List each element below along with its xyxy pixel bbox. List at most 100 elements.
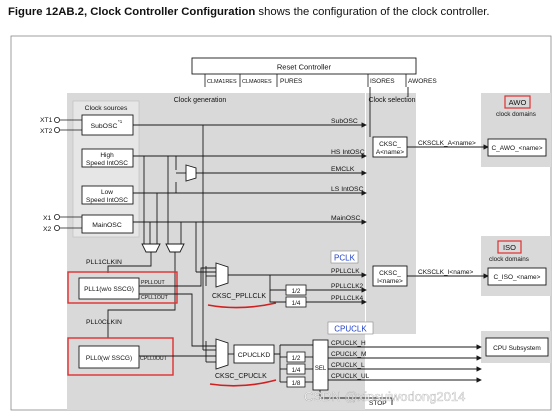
cksc-awo-line1: CKSC_ <box>379 141 401 148</box>
pll0-highlight <box>67 337 174 376</box>
c-awo-block <box>487 138 547 157</box>
iso-title-highlight <box>497 240 522 254</box>
iso-domain-panel <box>481 236 551 296</box>
cpuclk-ul-label: CPUCLK_UL <box>331 373 370 380</box>
ppll-div-2-label: 1/2 <box>292 288 301 295</box>
reset-controller-title: Reset Controller <box>277 63 332 72</box>
cpu-subsystem-label: CPU Subsystem <box>493 345 541 352</box>
pll0-block <box>78 345 140 369</box>
low-speed-intosc-label: Low <box>101 189 113 196</box>
caption-bold: Figure 12AB.2, Clock Controller Configur… <box>8 6 256 18</box>
cpu-div-8-label: 1/8 <box>292 380 301 387</box>
cksc-ppllclk-label: CKSC_PPLLCLK <box>212 293 266 300</box>
pll0-out-label: CPLL0OUT <box>140 356 168 362</box>
clock-selection-panel <box>366 93 416 334</box>
pll1-out2-label: CPLL1OUT <box>141 295 169 301</box>
reset-signal-pures: PURES <box>280 78 303 85</box>
emclk-mux <box>185 164 197 182</box>
awo-title-highlight <box>504 95 531 109</box>
pin-xt2: XT2 <box>40 128 53 135</box>
cpu-div-2-label: 1/2 <box>292 355 301 362</box>
pclk-annotation-box <box>330 250 359 264</box>
cpu-div-4 <box>286 363 306 375</box>
cpu-div-2 <box>286 351 306 363</box>
awo-title: AWO <box>509 98 527 107</box>
cpuclk-l-label: CPUCLK_L <box>331 362 365 369</box>
subosc-label: SubOSC <box>91 123 118 130</box>
reset-signal-clma0res: CLMA0RES <box>242 79 272 85</box>
cksc-iso-line1: CKSC_ <box>379 270 401 277</box>
pin-x1: X1 <box>43 215 52 222</box>
cpuclk-annotation: CPUCLK <box>334 325 367 334</box>
output-mainosc-label: MainOSC <box>331 215 361 222</box>
output-ls-intosc-label: LS IntOSC <box>331 186 364 193</box>
pin-xt1: XT1 <box>40 117 53 124</box>
high-speed-intosc-label: High <box>100 152 114 159</box>
output-subosc-label: SubOSC <box>331 118 358 125</box>
cpu-subsystem-block <box>485 337 549 357</box>
cksclk-a-label: CKSCLK_A<name> <box>418 140 476 147</box>
output-emclk-label: EMCLK <box>331 166 355 173</box>
sel-block <box>312 339 329 391</box>
high-speed-intosc-block <box>81 148 134 168</box>
pll0-input-mux <box>165 243 185 253</box>
pll0-clkin-label: PLL0CLKIN <box>86 319 122 326</box>
cksc-ppllclk-mux <box>215 262 229 288</box>
cpuclk-h-label: CPUCLK_H <box>331 340 366 347</box>
awo-subtitle: clock domains <box>496 111 536 118</box>
cksclk-i-label: CKSCLK_I<name> <box>418 269 473 276</box>
ppll-div-4 <box>285 296 307 308</box>
pclk-annotation: PCLK <box>334 254 356 263</box>
pll0-label: PLL0(w/ SSCG) <box>86 355 132 362</box>
pll1-out-label: PPLLOUT <box>141 280 165 286</box>
ppllclk-label: PPLLCLK <box>331 268 360 275</box>
cpu-div-8 <box>286 376 306 388</box>
c-iso-block <box>487 267 547 286</box>
c-iso-label: C_ISO_<name> <box>494 274 541 281</box>
low-speed-intosc-block <box>81 185 134 205</box>
low-speed-intosc-label-2: Speed IntOSC <box>86 197 128 204</box>
sel-label: SEL <box>315 366 327 372</box>
clock-sources-title: Clock sources <box>85 105 128 112</box>
high-speed-intosc-label-2: Speed IntOSC <box>86 160 128 167</box>
pin-x2: X2 <box>43 226 52 233</box>
cksc-cpuclk-label: CKSC_CPUCLK <box>215 373 267 380</box>
reset-controller-box <box>191 57 417 75</box>
cksc-ppllclk-underline <box>207 302 277 309</box>
stop-label: STOP <box>369 400 387 407</box>
pll1-block <box>78 277 140 300</box>
cpuclkd-label: CPUCLKD <box>238 352 271 359</box>
clock-selection-title: Clock selection <box>368 97 415 104</box>
cksc-cpuclk-underline <box>209 379 277 387</box>
cksc-cpuclk-mux <box>215 338 229 370</box>
pll1-clkin-label: PLL1CLKIN <box>86 259 122 266</box>
clock-generation-title: Clock generation <box>174 97 227 104</box>
mainosc-block <box>81 214 134 234</box>
cpu-div-4-label: 1/4 <box>292 367 301 374</box>
output-hs-intosc-label: HS IntOSC <box>331 149 365 156</box>
iso-title: ISO <box>503 243 516 252</box>
pll1-label: PLL1(w/o SSCG) <box>84 286 134 293</box>
figure-caption: Figure 12AB.2, Clock Controller Configur… <box>8 6 548 18</box>
c-awo-label: C_AWO_<name> <box>491 145 542 152</box>
watermark: CSDN @xinsuiwodong2014 <box>304 389 465 404</box>
cksc-iso-line2: I<name> <box>377 278 403 285</box>
subosc-mark: *1 <box>118 119 123 124</box>
reset-signal-clma1res: CLMA1RES <box>207 79 237 85</box>
mainosc-label: MainOSC <box>92 222 122 229</box>
pll1-input-mux <box>141 243 161 253</box>
reset-signal-isores: ISORES <box>370 78 395 85</box>
ppllclk4-label: PPLLCLK4 <box>331 295 364 302</box>
cpuclk-annotation-box <box>327 321 374 335</box>
ppll-div-2 <box>285 284 307 296</box>
ppll-div-4-label: 1/4 <box>292 300 301 307</box>
caption-rest: shows the configuration of the clock con… <box>255 6 490 18</box>
iso-subtitle: clock domains <box>489 256 529 263</box>
cpuclk-m-label: CPUCLK_M <box>331 351 366 358</box>
pll1-highlight <box>67 271 178 304</box>
cksc-awo-line2: A<name> <box>376 149 404 156</box>
reset-signal-awores: AWORES <box>408 78 437 85</box>
ppllclk2-label: PPLLCLK2 <box>331 283 364 290</box>
pin-group <box>54 117 61 231</box>
